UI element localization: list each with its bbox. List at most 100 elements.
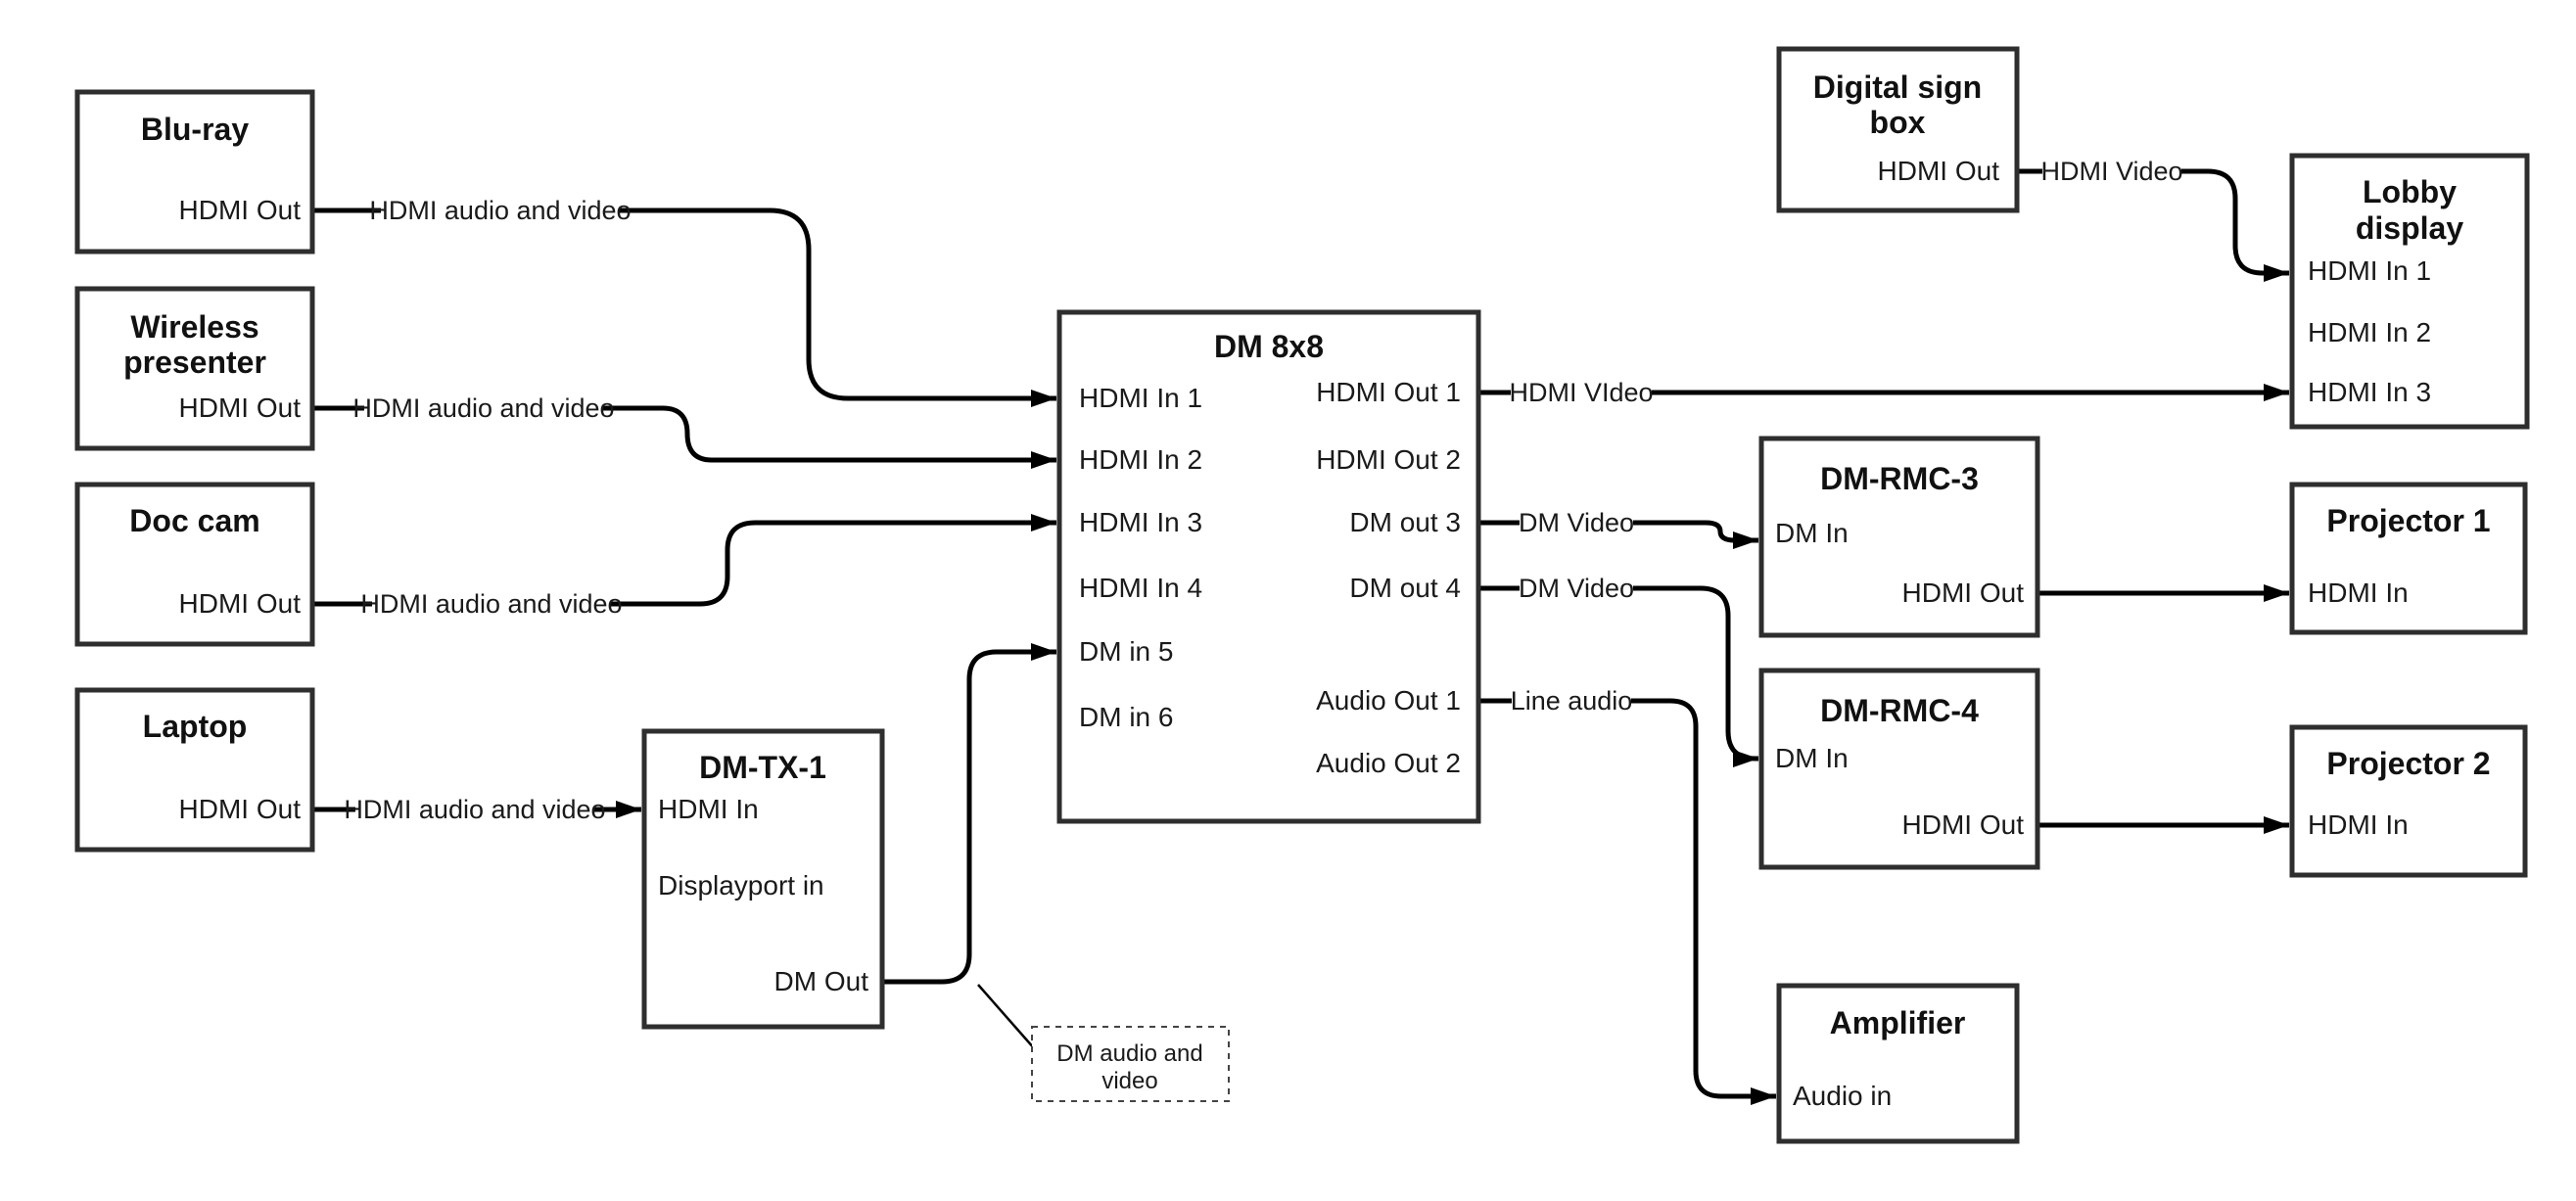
wire-label-bg [1511, 377, 1652, 408]
projector-2-box: Projector 2 HDMI In [2289, 724, 2528, 878]
wire-labels: HDMI audio and video HDMI audio and vide… [344, 156, 2183, 825]
dm-rmc-4-box-frame [1758, 668, 2040, 870]
dm-tx-1-title: DM-TX-1 [699, 750, 826, 785]
wire-wireless-to-dm8x8 [312, 405, 1056, 469]
lobby-display-box: Lobby display HDMI In 1 HDMI In 2 HDMI I… [2289, 153, 2530, 430]
wire-label-doccam: HDMI audio and video [360, 589, 622, 619]
bluray-box: Blu-ray HDMI Out [74, 89, 315, 254]
projector-1-box-frame [2289, 482, 2528, 635]
dm-rmc-4-title: DM-RMC-4 [1820, 693, 1979, 728]
dm-8x8-port-hdmi-in-2: HDMI In 2 [1079, 444, 1202, 475]
wire-label-bg [355, 794, 594, 825]
lobby-display-title-line2: display [2356, 210, 2463, 246]
wire-label-wireless: HDMI audio and video [352, 393, 614, 423]
dm-8x8-port-hdmi-in-3: HDMI In 3 [1079, 507, 1202, 537]
doc-cam-box-frame [74, 482, 315, 647]
laptop-port-hdmi-out: HDMI Out [179, 794, 302, 824]
amplifier-title: Amplifier [1830, 1005, 1966, 1040]
lobby-display-port-hdmi-in-2: HDMI In 2 [2308, 317, 2431, 347]
digital-sign-port-hdmi-out: HDMI Out [1878, 156, 2000, 186]
wire-label-laptop: HDMI audio and video [344, 795, 605, 824]
wire-dmout3-to-rmc3 [1478, 520, 1758, 549]
dm-tx-1-port-dm-out: DM Out [774, 966, 869, 996]
wire-label-bluray: HDMI audio and video [369, 196, 631, 225]
dm-tx-1-box: DM-TX-1 HDMI In Displayport in DM Out [641, 728, 885, 1030]
dm-8x8-port-dm-in-6: DM in 6 [1079, 702, 1173, 732]
annotation-frame [1031, 1026, 1230, 1102]
dm-8x8-port-dm-in-5: DM in 5 [1079, 636, 1173, 667]
lobby-display-port-hdmi-in-1: HDMI In 1 [2308, 255, 2431, 286]
doc-cam-title: Doc cam [129, 503, 259, 538]
dm-8x8-port-hdmi-in-1: HDMI In 1 [1079, 383, 1202, 413]
lobby-display-box-frame [2289, 153, 2530, 430]
dm-audio-video-annotation: DM audio and video [1031, 1026, 1230, 1102]
wireless-presenter-port-hdmi-out: HDMI Out [179, 393, 302, 423]
laptop-box-frame [74, 687, 315, 853]
doc-cam-port-hdmi-out: HDMI Out [179, 588, 302, 619]
dm-8x8-port-audio-out-2: Audio Out 2 [1316, 748, 1461, 778]
dm-8x8-port-hdmi-in-4: HDMI In 4 [1079, 573, 1202, 603]
amplifier-box: Amplifier Audio in [1776, 983, 2020, 1144]
annotation-leader-line [977, 984, 1036, 1050]
wire-label-bg [372, 588, 611, 620]
dm-tx-1-port-displayport-in: Displayport in [658, 870, 824, 901]
wire-label-line-audio: Line audio [1511, 686, 1633, 716]
projector-2-title: Projector 2 [2326, 746, 2490, 781]
dm-8x8-title: DM 8x8 [1214, 329, 1324, 364]
dm-rmc-3-box-frame [1758, 436, 2040, 638]
projector-1-port-hdmi-in: HDMI In [2308, 577, 2409, 608]
lobby-display-port-hdmi-in-3: HDMI In 3 [2308, 377, 2431, 407]
wire-bluray-to-dm8x8 [312, 208, 1056, 407]
wire-label-hdmi-video-out1: HDMI VIdeo [1509, 378, 1653, 407]
dm-rmc-3-title: DM-RMC-3 [1820, 461, 1979, 496]
bluray-title: Blu-ray [141, 112, 249, 147]
projector-1-title: Projector 1 [2326, 503, 2490, 538]
dm-tx-1-box-frame [641, 728, 885, 1030]
wire-label-bg [2042, 156, 2181, 187]
wireless-presenter-title-line2: presenter [123, 345, 266, 380]
wire-label-bg [1520, 507, 1633, 538]
digital-sign-title-line1: Digital sign [1813, 69, 1982, 105]
wire-audioout1-to-amplifier [1478, 698, 1776, 1105]
dm-8x8-port-hdmi-out-1: HDMI Out 1 [1316, 377, 1461, 407]
dm-8x8-port-dm-out-4: DM out 4 [1349, 573, 1461, 603]
dm-8x8-port-hdmi-out-2: HDMI Out 2 [1316, 444, 1461, 475]
dm-8x8-box: DM 8x8 HDMI In 1 HDMI In 2 HDMI In 3 HDM… [1056, 309, 1481, 824]
wire-label-bg [1512, 685, 1631, 716]
wire-label-bg [364, 393, 603, 424]
projector-1-box: Projector 1 HDMI In [2289, 482, 2528, 635]
wireless-presenter-box: Wireless presenter HDMI Out [74, 286, 315, 451]
dm-rmc-4-port-hdmi-out: HDMI Out [1902, 809, 2025, 840]
wire-label-dm-video-3: DM Video [1519, 508, 1634, 537]
lobby-display-title-line1: Lobby [2363, 174, 2457, 209]
wire-digitalsign-to-lobby [2017, 168, 2289, 282]
dm-8x8-port-audio-out-1: Audio Out 1 [1316, 685, 1461, 716]
digital-sign-title-line2: box [1870, 105, 1926, 140]
digital-sign-box: Digital sign box HDMI Out [1776, 46, 2020, 213]
annotation-line1: DM audio and [1056, 1040, 1202, 1067]
projector-2-port-hdmi-in: HDMI In [2308, 809, 2409, 840]
dm-rmc-4-port-dm-in: DM In [1775, 743, 1849, 773]
laptop-box: Laptop HDMI Out [74, 687, 315, 853]
digital-sign-box-frame [1776, 46, 2020, 213]
wire-label-hdmi-video-sign: HDMI Video [2040, 157, 2182, 186]
annotation-line2: video [1101, 1068, 1157, 1094]
bluray-port-hdmi-out: HDMI Out [179, 195, 302, 225]
wireless-presenter-box-frame [74, 286, 315, 451]
doc-cam-box: Doc cam HDMI Out [74, 482, 315, 647]
wire-dmtx1-to-dm8x8 [882, 643, 1056, 985]
wire-label-bg [381, 195, 620, 226]
laptop-title: Laptop [143, 709, 248, 744]
wire-label-bg [1520, 573, 1633, 604]
bluray-box-frame [74, 89, 315, 254]
dm-tx-1-port-hdmi-in: HDMI In [658, 794, 759, 824]
dm-8x8-box-frame [1056, 309, 1481, 824]
dm-8x8-port-dm-out-3: DM out 3 [1349, 507, 1461, 537]
dm-rmc-4-box: DM-RMC-4 DM In HDMI Out [1758, 668, 2040, 870]
amplifier-port-audio-in: Audio in [1793, 1081, 1892, 1111]
wire-doccam-to-dm8x8 [312, 514, 1056, 607]
dm-rmc-3-box: DM-RMC-3 DM In HDMI Out [1758, 436, 2040, 638]
amplifier-box-frame [1776, 983, 2020, 1144]
